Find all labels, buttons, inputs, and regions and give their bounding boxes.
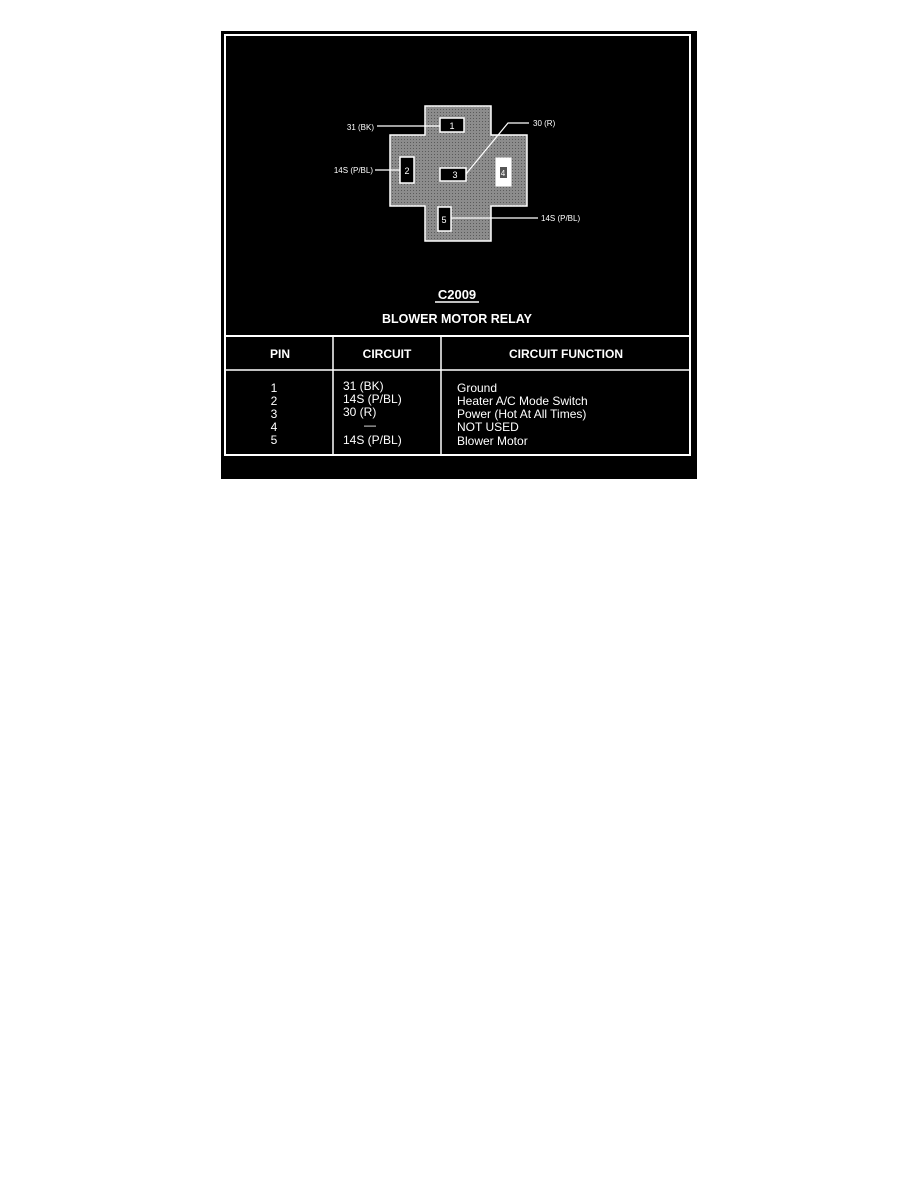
pin-value: 5 <box>271 433 278 447</box>
svg-text:4: 4 <box>501 169 506 178</box>
function-value: NOT USED <box>457 420 519 434</box>
circuit-value: 30 (R) <box>343 405 376 419</box>
function-value: Heater A/C Mode Switch <box>457 394 588 408</box>
pin-value: 1 <box>271 381 278 395</box>
cavity-1: 1 <box>439 117 465 133</box>
pin-value: 3 <box>271 407 278 421</box>
cavity-3: 3 <box>439 167 467 182</box>
cavity-5: 5 <box>437 206 452 232</box>
svg-text:3: 3 <box>452 170 457 180</box>
svg-text:2: 2 <box>404 166 409 176</box>
header-pin: PIN <box>270 347 290 361</box>
connector-name: BLOWER MOTOR RELAY <box>382 312 533 326</box>
pin-table <box>225 335 690 455</box>
wire-label-5: 14S (P/BL) <box>541 214 580 223</box>
svg-text:1: 1 <box>449 121 454 131</box>
function-value: Power (Hot At All Times) <box>457 407 586 421</box>
circuit-value: — <box>364 418 376 432</box>
connector-id: C2009 <box>438 287 476 302</box>
cavity-2: 2 <box>399 156 415 184</box>
wire-label-3: 30 (R) <box>533 119 556 128</box>
svg-text:5: 5 <box>441 215 446 225</box>
connector-diagram: 1 2 3 4 5 31 (BK) 14S (P/BL) 30 <box>224 34 691 456</box>
header-circuit: CIRCUIT <box>363 347 412 361</box>
wire-label-2: 14S (P/BL) <box>334 166 373 175</box>
function-value: Ground <box>457 381 497 395</box>
cavity-4: 4 <box>495 157 512 187</box>
connector-figure: 1 2 3 4 5 31 (BK) 14S (P/BL) 30 <box>221 31 697 479</box>
pin-value: 2 <box>271 394 278 408</box>
pin-value: 4 <box>271 420 278 434</box>
leader-line-3 <box>465 122 529 175</box>
wire-label-1: 31 (BK) <box>347 123 374 132</box>
circuit-value: 31 (BK) <box>343 379 384 393</box>
circuit-value: 14S (P/BL) <box>343 433 402 447</box>
figure-frame <box>224 34 691 456</box>
function-value: Blower Motor <box>457 434 528 448</box>
header-circuit-function: CIRCUIT FUNCTION <box>509 347 623 361</box>
circuit-value: 14S (P/BL) <box>343 392 402 406</box>
